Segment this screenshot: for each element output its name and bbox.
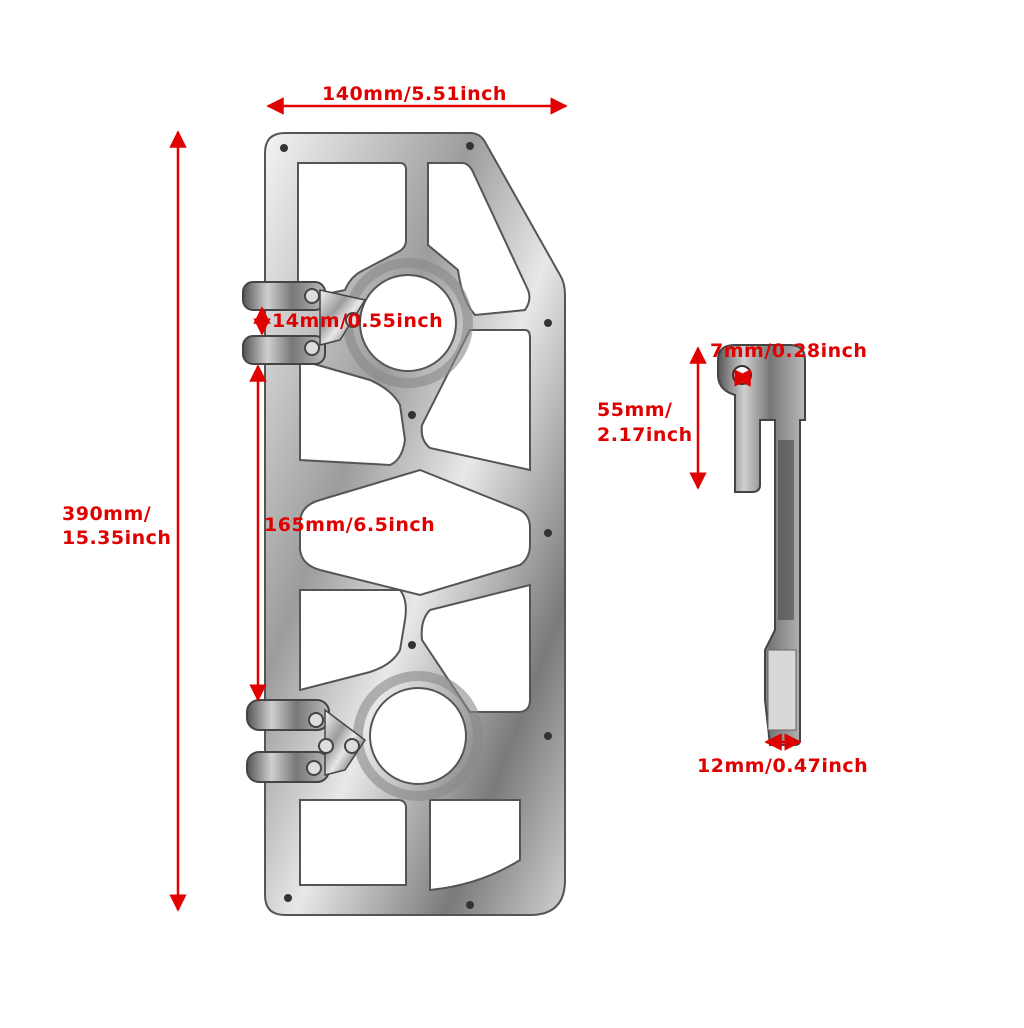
clamp-gap-label: 14mm/0.55inch xyxy=(272,310,444,332)
height-label-line1: 390mm/ xyxy=(62,503,152,525)
thickness-label: 12mm/0.47inch xyxy=(697,755,869,777)
width-label: 140mm/5.51inch xyxy=(322,83,507,105)
mount-hole-label: 7mm/0.28inch xyxy=(710,340,868,362)
lower-clamp xyxy=(246,699,367,783)
height-label-line2: 15.35inch xyxy=(62,527,172,549)
upper-clamp xyxy=(242,281,367,365)
side-view-part xyxy=(717,344,806,746)
dimension-lines xyxy=(169,97,802,912)
bracket-height-label-line2: 2.17inch xyxy=(597,424,693,446)
clamp-spacing-label: 165mm/6.5inch xyxy=(264,514,436,536)
bracket-height-label-line1: 55mm/ xyxy=(597,399,673,421)
